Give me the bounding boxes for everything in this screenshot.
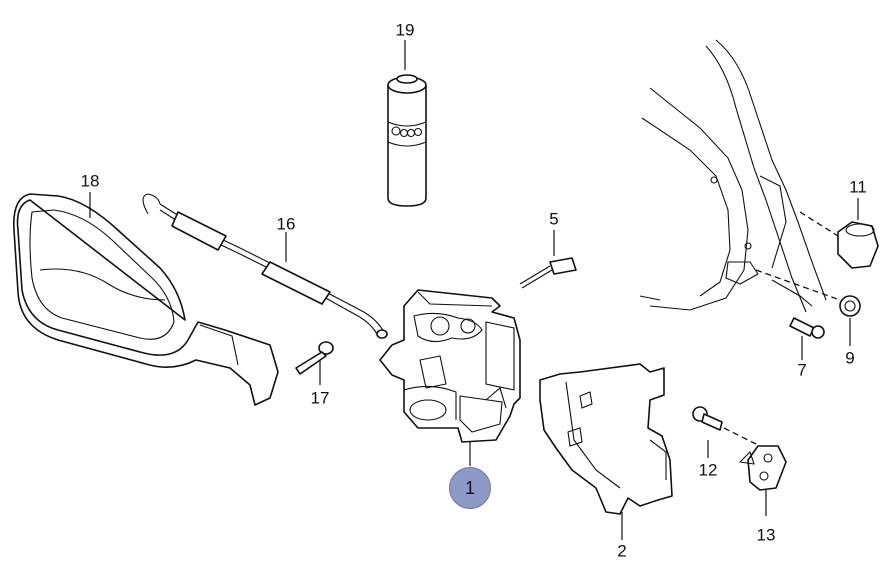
- part-17-screw: [295, 341, 334, 385]
- callout-7[interactable]: 7: [797, 360, 807, 380]
- callout-17[interactable]: 17: [310, 388, 330, 408]
- callout-19[interactable]: 19: [395, 20, 415, 40]
- callout-5[interactable]: 5: [549, 209, 559, 229]
- callout-13[interactable]: 13: [756, 525, 776, 545]
- callout-11[interactable]: 11: [849, 177, 867, 197]
- part-11-plug: [799, 198, 879, 269]
- door-frame: [639, 39, 827, 313]
- part-19-spray-can: [387, 40, 427, 207]
- callout-18[interactable]: 18: [80, 171, 100, 191]
- part-2-bracket: [539, 363, 673, 540]
- part-18-interior-handle: [13, 192, 279, 406]
- callout-2[interactable]: 2: [617, 541, 627, 561]
- part-16-cable: [142, 193, 388, 339]
- part-7-screw: [789, 317, 825, 360]
- callout-1[interactable]: 1: [449, 467, 491, 509]
- part-1-door-lock: [379, 289, 521, 466]
- part-12-screw: [692, 406, 757, 458]
- callout-16[interactable]: 16: [276, 214, 296, 234]
- part-13-striker-plate: [738, 445, 787, 516]
- part-5-pin: [519, 230, 577, 289]
- callout-12[interactable]: 12: [698, 460, 718, 480]
- part-9-grommet: [755, 269, 861, 346]
- callout-9[interactable]: 9: [845, 348, 855, 368]
